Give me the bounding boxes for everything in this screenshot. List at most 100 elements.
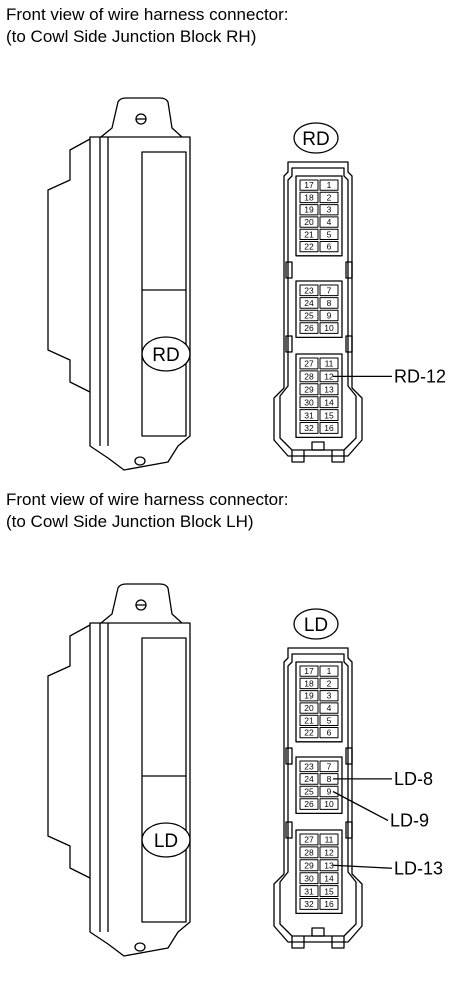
caption-subtitle: (to Cowl Side Junction Block RH)	[6, 27, 257, 46]
bottom-hole	[134, 456, 146, 466]
caption-subtitle: (to Cowl Side Junction Block LH)	[6, 512, 254, 531]
body-outline	[89, 136, 191, 471]
callout-label: LD-9	[390, 811, 429, 831]
pin-number: 10	[324, 799, 334, 809]
pin-number: 20	[304, 217, 314, 227]
pin-cell	[319, 309, 339, 322]
pin-cell	[299, 872, 319, 885]
pin-number: 21	[304, 715, 314, 725]
callout-line	[332, 790, 389, 822]
pin-cell	[319, 714, 339, 727]
pin-cell	[299, 322, 319, 334]
pin-number: 27	[304, 359, 314, 369]
caption-rh: Front view of wire harness connector: (t…	[6, 4, 289, 48]
foot-left	[291, 450, 305, 463]
pin-number: 5	[327, 229, 332, 239]
callout-line	[332, 864, 393, 869]
mount-tab	[100, 97, 183, 138]
pin-number: 23	[304, 285, 314, 295]
pin-cell	[299, 677, 319, 690]
pin-cell	[319, 216, 339, 228]
pin-cell	[299, 785, 319, 798]
pin-cell	[299, 846, 319, 859]
callout-label: LD-8	[394, 769, 433, 789]
pin-number: 26	[304, 799, 314, 809]
pin-cell	[299, 297, 319, 309]
pin-cell	[299, 727, 319, 739]
pin-cell	[319, 785, 339, 798]
pin-cell	[299, 833, 319, 846]
pin-cell	[299, 885, 319, 897]
pin-cell	[299, 241, 319, 253]
face-label: LD	[304, 615, 328, 636]
pin-cell	[319, 322, 339, 334]
pin-cell	[299, 357, 319, 370]
caption-title: Front view of wire harness connector:	[6, 5, 289, 24]
pin-block-frame	[295, 353, 343, 439]
pin-number: 27	[304, 835, 314, 845]
pin-number: 14	[324, 397, 334, 407]
pin-number: 13	[324, 385, 334, 395]
pin-block-frame	[295, 829, 343, 915]
pin-cell	[319, 690, 339, 702]
pin-number: 25	[304, 311, 314, 321]
face-panel	[141, 151, 187, 437]
pin-number: 7	[327, 761, 332, 771]
pin-number: 16	[324, 899, 334, 909]
pin-cell	[319, 204, 339, 216]
pin-number: 2	[327, 192, 332, 202]
pin-number: 19	[304, 691, 314, 701]
pin-number: 23	[304, 761, 314, 771]
pin-number: 9	[327, 311, 332, 321]
pin-cell	[319, 357, 339, 370]
key-slot	[311, 441, 325, 451]
latch-right	[345, 335, 353, 353]
pin-cell	[319, 885, 339, 897]
pin-number: 1	[327, 180, 332, 190]
pin-cell	[299, 773, 319, 785]
pin-number: 12	[324, 372, 334, 382]
pin-number: 24	[304, 298, 314, 308]
pin-number: 7	[327, 285, 332, 295]
latch-left	[285, 261, 293, 279]
callout-label: RD-12	[394, 366, 446, 386]
pin-number: 15	[324, 886, 334, 896]
latch-left	[285, 335, 293, 353]
pin-number: 17	[304, 180, 314, 190]
left-flange	[47, 138, 91, 393]
pin-cell	[299, 422, 319, 434]
foot-right	[331, 936, 345, 949]
pin-number: 32	[304, 899, 314, 909]
pin-cell	[299, 859, 319, 872]
pin-cell	[319, 846, 339, 859]
callout-rd-12: RD-12	[333, 366, 446, 386]
left-flange	[47, 624, 91, 879]
pin-number: 31	[304, 410, 314, 420]
pin-number: 25	[304, 787, 314, 797]
pin-number: 16	[324, 423, 334, 433]
pin-cell	[319, 872, 339, 885]
pin-block-frame	[295, 175, 343, 257]
housing-outline	[273, 647, 363, 943]
pin-cell	[319, 396, 339, 409]
key-slot	[311, 927, 325, 937]
latch-left	[285, 747, 293, 765]
pin-number: 4	[327, 217, 332, 227]
pin-number: 6	[327, 242, 332, 252]
pin-cell	[319, 191, 339, 204]
pin-cell	[319, 241, 339, 253]
pin-cell	[299, 898, 319, 910]
pin-number: 4	[327, 703, 332, 713]
bottom-hole	[134, 942, 146, 952]
pin-cell	[319, 228, 339, 240]
pin-cell	[299, 204, 319, 216]
pin-cell	[319, 760, 339, 773]
pin-number: 14	[324, 873, 334, 883]
pin-number: 12	[324, 848, 334, 858]
pin-cell	[319, 297, 339, 309]
face-label-oval	[293, 608, 339, 640]
